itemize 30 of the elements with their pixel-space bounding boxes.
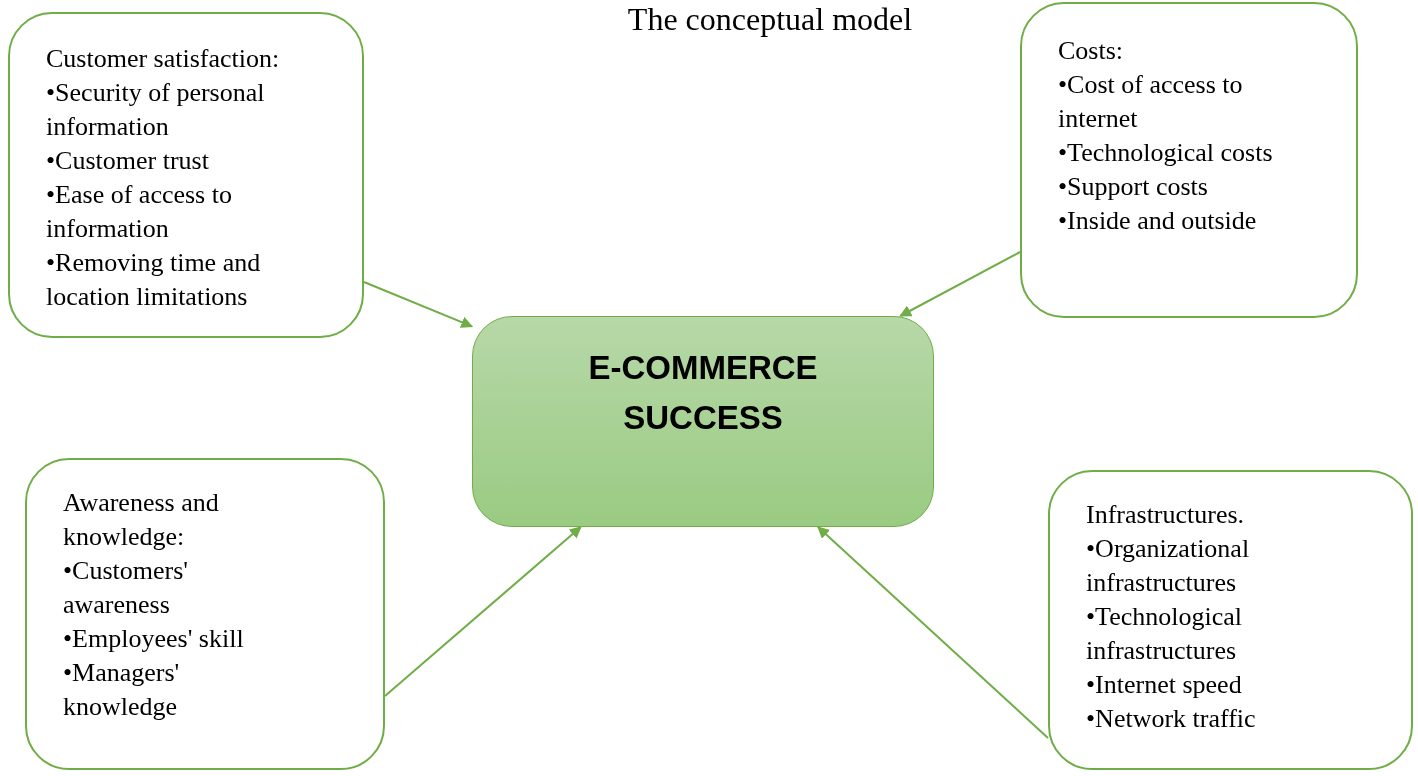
bullet-item: •Customers' awareness <box>63 555 189 621</box>
bullet-item: •Cost of access to internet <box>1058 69 1244 135</box>
central-box <box>472 316 934 527</box>
box-heading: Infrastructures. <box>1086 499 1246 531</box>
bullet-item: •Inside and outside <box>1058 205 1258 237</box>
bullet-item: •Network traffic <box>1086 703 1257 735</box>
bullet-item: •Removing time and location limitations <box>46 247 262 313</box>
arrow <box>363 281 474 328</box>
arrow <box>384 526 582 697</box>
bullet-item: •Technological infrastructures <box>1086 601 1243 667</box>
bullet-item: •Internet speed <box>1086 669 1243 701</box>
factor-box <box>1020 2 1358 318</box>
box-heading: E-COMMERCE SUCCESS <box>587 348 819 438</box>
bullet-item: •Technological costs <box>1058 137 1274 169</box>
box-heading: Customer satisfaction: <box>46 43 281 75</box>
factor-box <box>1048 470 1413 770</box>
box-heading: Costs: <box>1058 35 1125 67</box>
box-heading: Awareness and knowledge: <box>63 487 220 553</box>
factor-box <box>25 458 385 770</box>
diagram-title: The conceptual model <box>626 2 914 38</box>
arrow <box>899 251 1021 317</box>
factor-box <box>8 12 364 338</box>
bullet-item: •Security of personal information <box>46 77 266 143</box>
bullet-item: •Employees' skill <box>63 623 245 655</box>
bullet-item: •Customer trust <box>46 145 210 177</box>
bullet-item: •Ease of access to information <box>46 179 233 245</box>
bullet-item: •Support costs <box>1058 171 1209 203</box>
bullet-item: •Managers' knowledge <box>63 657 181 723</box>
arrow <box>817 526 1049 739</box>
bullet-item: •Organizational infrastructures <box>1086 533 1251 599</box>
